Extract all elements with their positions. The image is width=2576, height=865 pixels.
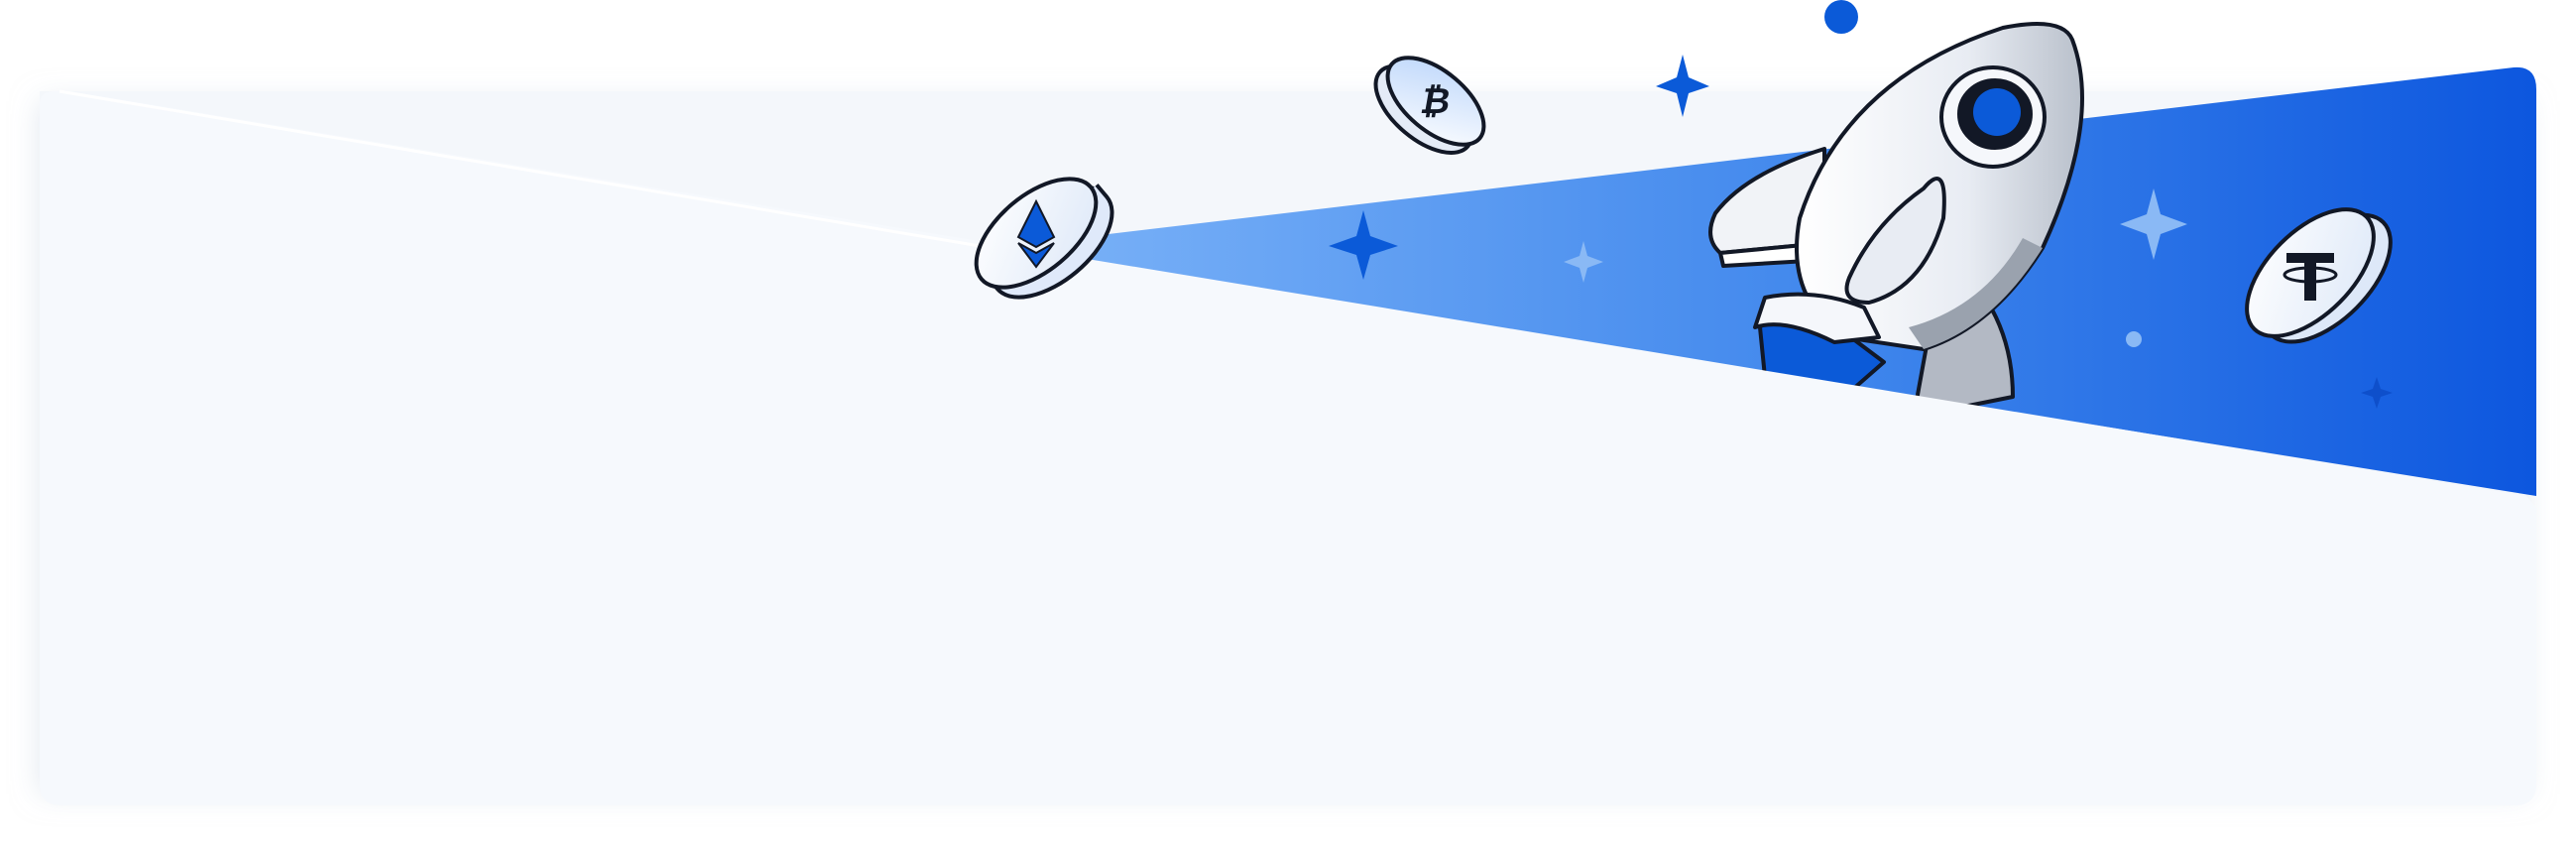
front-card (40, 91, 2536, 805)
ethereum-icon (1016, 198, 1056, 269)
dot-icon (1824, 0, 1858, 34)
tether-icon (2283, 253, 2338, 301)
card-top-edge (59, 89, 993, 250)
tether-coin (2245, 207, 2393, 344)
sparkle-icon (1564, 188, 2187, 283)
sparkle-icon (2361, 377, 2393, 409)
ethereum-coin (974, 177, 1114, 300)
dot-icon (2126, 331, 2142, 347)
light-beam (992, 66, 2536, 496)
sparkle-icon (1329, 55, 1709, 280)
rocket-icon (1708, 22, 2084, 419)
bitcoin-coin: ₿ (1373, 56, 1486, 155)
